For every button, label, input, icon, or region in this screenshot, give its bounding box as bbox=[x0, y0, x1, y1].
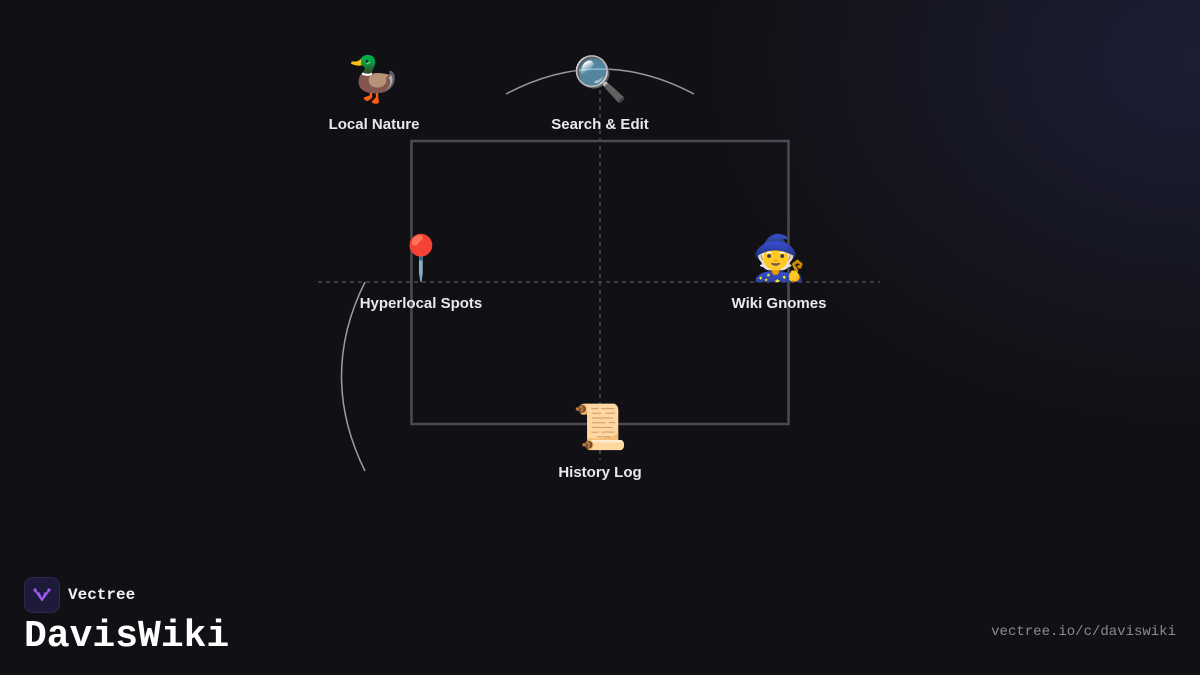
node-local-nature[interactable]: 🦆 Local Nature bbox=[274, 54, 474, 133]
node-history-log[interactable]: 📜 History Log bbox=[500, 402, 700, 481]
brand-name: Vectree bbox=[68, 586, 136, 604]
page-title: DavisWiki bbox=[24, 615, 230, 658]
left-arc bbox=[340, 281, 366, 472]
node-label: Wiki Gnomes bbox=[731, 295, 827, 312]
wizard-icon: 🧙 bbox=[751, 233, 807, 284]
scroll-icon: 📜 bbox=[572, 402, 628, 453]
node-label: Local Nature bbox=[328, 116, 420, 133]
magnifier-icon: 🔍 bbox=[572, 54, 628, 105]
vectree-logo-icon[interactable] bbox=[24, 577, 60, 613]
node-wiki-gnomes[interactable]: 🧙 Wiki Gnomes bbox=[679, 233, 879, 312]
duck-icon: 🦆 bbox=[346, 54, 402, 105]
brand-block: Vectree DavisWiki bbox=[24, 577, 229, 658]
node-label: Search & Edit bbox=[551, 116, 649, 133]
node-hyperlocal-spots[interactable]: 📍 Hyperlocal Spots bbox=[321, 233, 521, 312]
node-label: History Log bbox=[558, 464, 642, 481]
node-search-edit[interactable]: 🔍 Search & Edit bbox=[500, 54, 700, 133]
top-arc bbox=[505, 68, 695, 95]
pin-icon: 📍 bbox=[393, 233, 449, 284]
source-url[interactable]: vectree.io/c/daviswiki bbox=[991, 624, 1176, 640]
node-label: Hyperlocal Spots bbox=[359, 295, 483, 312]
